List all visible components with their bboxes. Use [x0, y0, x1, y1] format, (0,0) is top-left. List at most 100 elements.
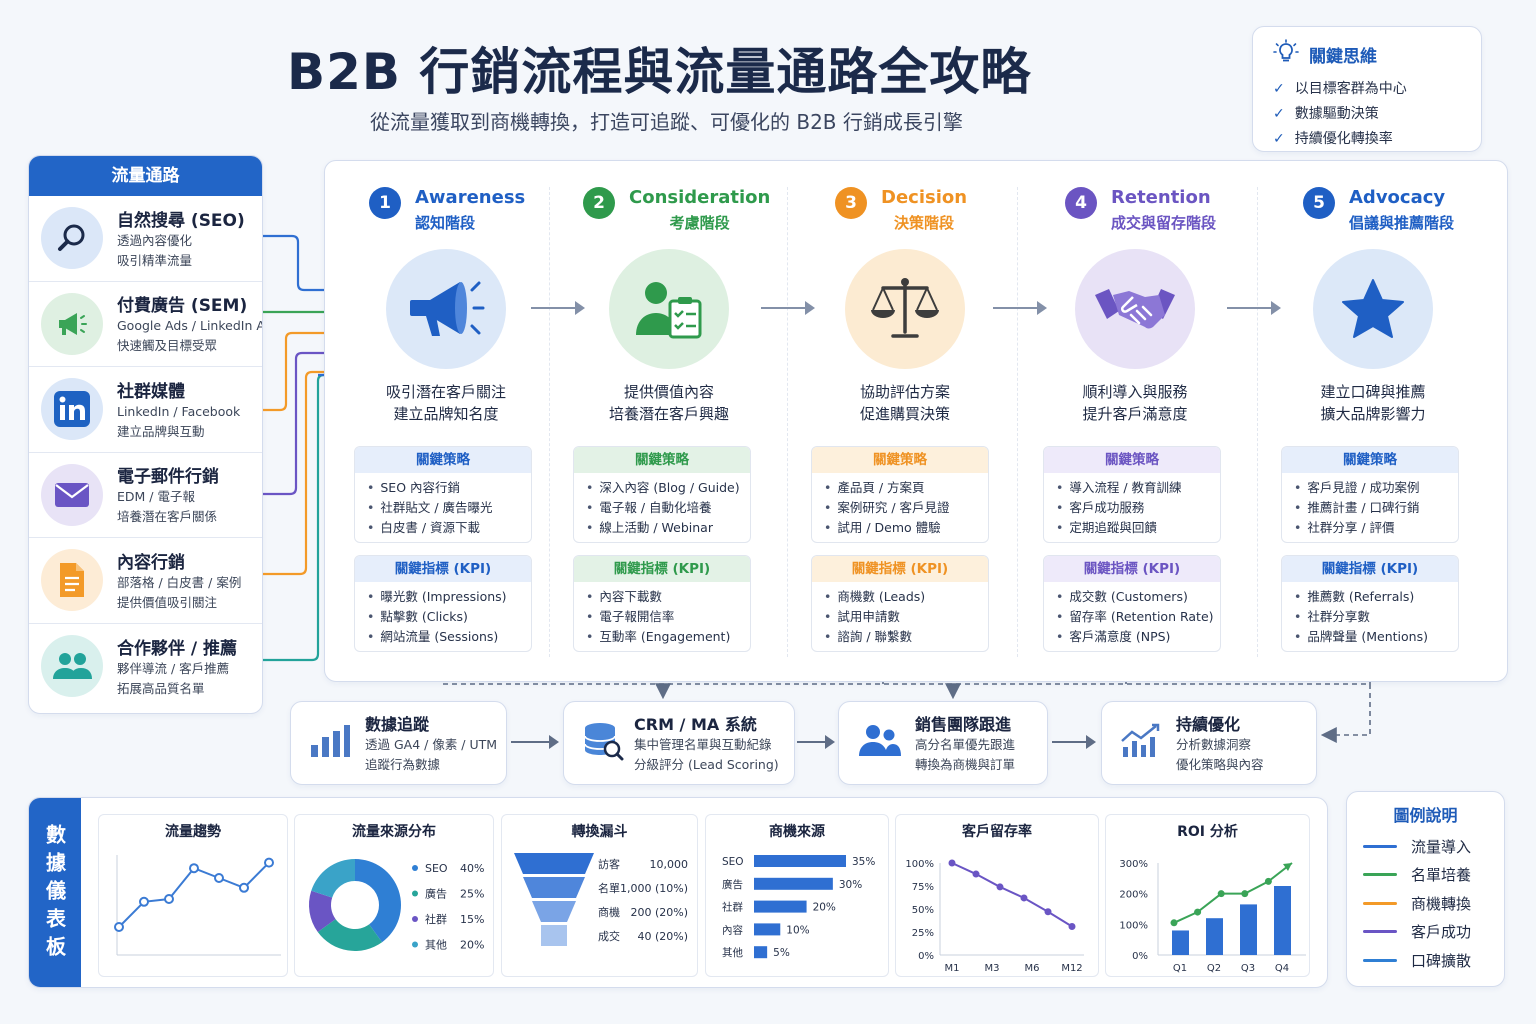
x-tick-label: M12	[1061, 963, 1082, 974]
data-point	[1170, 919, 1178, 927]
traffic-channels-panel: 流量通路 自然搜尋 (SEO)透過內容優化吸引精準流量 付費廣告 (SEM)Go…	[28, 155, 263, 714]
megaphone-icon	[41, 292, 103, 355]
process-sales-followup[interactable]: 銷售團隊跟進高分名單優先跟進轉換為商機與訂單	[838, 701, 1048, 785]
bar-value: 5%	[773, 947, 790, 959]
data-point	[972, 870, 980, 878]
stage-number: 2	[583, 187, 615, 219]
legend-dot	[412, 916, 418, 922]
stage-title-en: Advocacy	[1349, 187, 1446, 208]
stage-desc: 順利導入與服務	[1082, 383, 1188, 401]
trend-icon	[1120, 723, 1162, 763]
y-tick-label: 100%	[1119, 920, 1148, 931]
slice-label: 社群	[425, 912, 447, 926]
x-tick-label: Q4	[1275, 963, 1289, 974]
category-label: 其他	[722, 946, 743, 959]
data-point	[996, 883, 1004, 891]
x-tick-label: M3	[985, 963, 1000, 974]
data-point	[164, 894, 174, 904]
slice-label: 廣告	[425, 887, 447, 901]
data-point	[948, 859, 956, 867]
channel-name: 自然搜尋 (SEO)	[117, 210, 245, 231]
bar	[1172, 930, 1189, 955]
legend-item: 商機轉換	[1363, 889, 1488, 918]
stage-title-zh: 成交與留存階段	[1111, 214, 1217, 232]
x-tick-label: M1	[945, 963, 960, 974]
mail-icon	[41, 463, 103, 526]
funnel-value: 10,000	[650, 858, 689, 871]
scale-icon	[845, 249, 965, 369]
connector-email	[263, 342, 349, 496]
stage-number: 4	[1065, 187, 1097, 219]
stage-title-en: Awareness	[415, 187, 526, 208]
kpi-box: 關鍵指標 (KPI) 商機數 (Leads)試用申請數諮詢 / 聯繫數	[811, 555, 989, 652]
kpi-box: 關鍵指標 (KPI) 內容下載數電子報開信率互動率 (Engagement)	[573, 555, 751, 652]
stage-title-zh: 認知階段	[415, 214, 476, 232]
funnel-label: 名單	[598, 881, 620, 895]
bar	[1274, 886, 1291, 955]
bar-value: 10%	[786, 924, 809, 936]
y-tick-label: 300%	[1119, 859, 1148, 870]
channel-partners[interactable]: 合作夥伴 / 推薦夥伴導流 / 客戶推薦拓展高品質名單	[29, 624, 262, 710]
data-point	[239, 882, 249, 893]
funnel-label: 商機	[598, 905, 620, 919]
mindset-item: ✓以目標客群為中心	[1273, 77, 1461, 102]
stage-title-zh: 決策階段	[894, 214, 955, 232]
legend-item: 口碑擴散	[1363, 946, 1488, 975]
legend-item: 名單培養	[1363, 861, 1488, 890]
channel-seo[interactable]: 自然搜尋 (SEO)透過內容優化吸引精準流量	[29, 196, 262, 282]
process-crm[interactable]: CRM / MA 系統集中管理名單與互動紀錄分級評分 (Lead Scoring…	[563, 701, 795, 785]
legend-dot	[412, 941, 418, 948]
bar-value: 35%	[852, 856, 875, 868]
database-icon	[582, 721, 624, 765]
data-point	[1217, 890, 1225, 898]
slice-label: SEO	[425, 862, 448, 875]
check-icon: ✓	[1273, 81, 1285, 97]
stage-desc: 培養潛在客戶興趣	[608, 405, 729, 423]
legend-swatch	[1363, 873, 1397, 877]
bar-value: 20%	[813, 902, 836, 914]
star-icon	[1313, 249, 1433, 369]
funnel-value: 1,000 (10%)	[620, 882, 688, 895]
slice-label: 其他	[425, 939, 447, 952]
slice-value: 15%	[460, 913, 484, 926]
bar-chart-icon	[309, 723, 351, 763]
y-tick-label: 100%	[905, 859, 934, 870]
process-optimization[interactable]: 持續優化分析數據洞察優化策略與內容	[1101, 701, 1317, 785]
data-point	[1241, 890, 1249, 898]
lightbulb-icon	[1273, 39, 1299, 69]
series-line	[951, 862, 1073, 928]
strategy-box: 關鍵策略 SEO 內容行銷社群貼文 / 廣告曝光白皮書 / 資源下載	[354, 446, 532, 543]
x-tick-label: Q2	[1207, 963, 1221, 974]
bar	[754, 855, 846, 867]
check-icon: ✓	[1273, 131, 1285, 147]
kpi-box: 關鍵指標 (KPI) 曝光數 (Impressions)點擊數 (Clicks)…	[354, 555, 532, 652]
data-point	[264, 857, 274, 868]
bar	[1206, 918, 1223, 955]
data-point	[139, 896, 149, 907]
stage-number: 1	[369, 187, 401, 219]
y-tick-label: 75%	[912, 882, 934, 893]
connector-content	[263, 361, 349, 576]
slice-value: 25%	[460, 888, 484, 901]
slice-value: 40%	[460, 862, 484, 875]
chart-traffic-trend: 流量趨勢	[98, 814, 288, 977]
document-icon	[41, 549, 103, 612]
stage-desc: 協助評估方案	[859, 383, 950, 401]
channel-content[interactable]: 內容行銷部落格 / 白皮書 / 案例提供價值吸引關注	[29, 538, 262, 624]
legend-item: 客戶成功	[1363, 918, 1488, 947]
stage-desc: 擴大品牌影響力	[1320, 405, 1426, 423]
stage-desc: 促進購買決策	[859, 405, 950, 423]
category-label: 社群	[722, 901, 743, 914]
